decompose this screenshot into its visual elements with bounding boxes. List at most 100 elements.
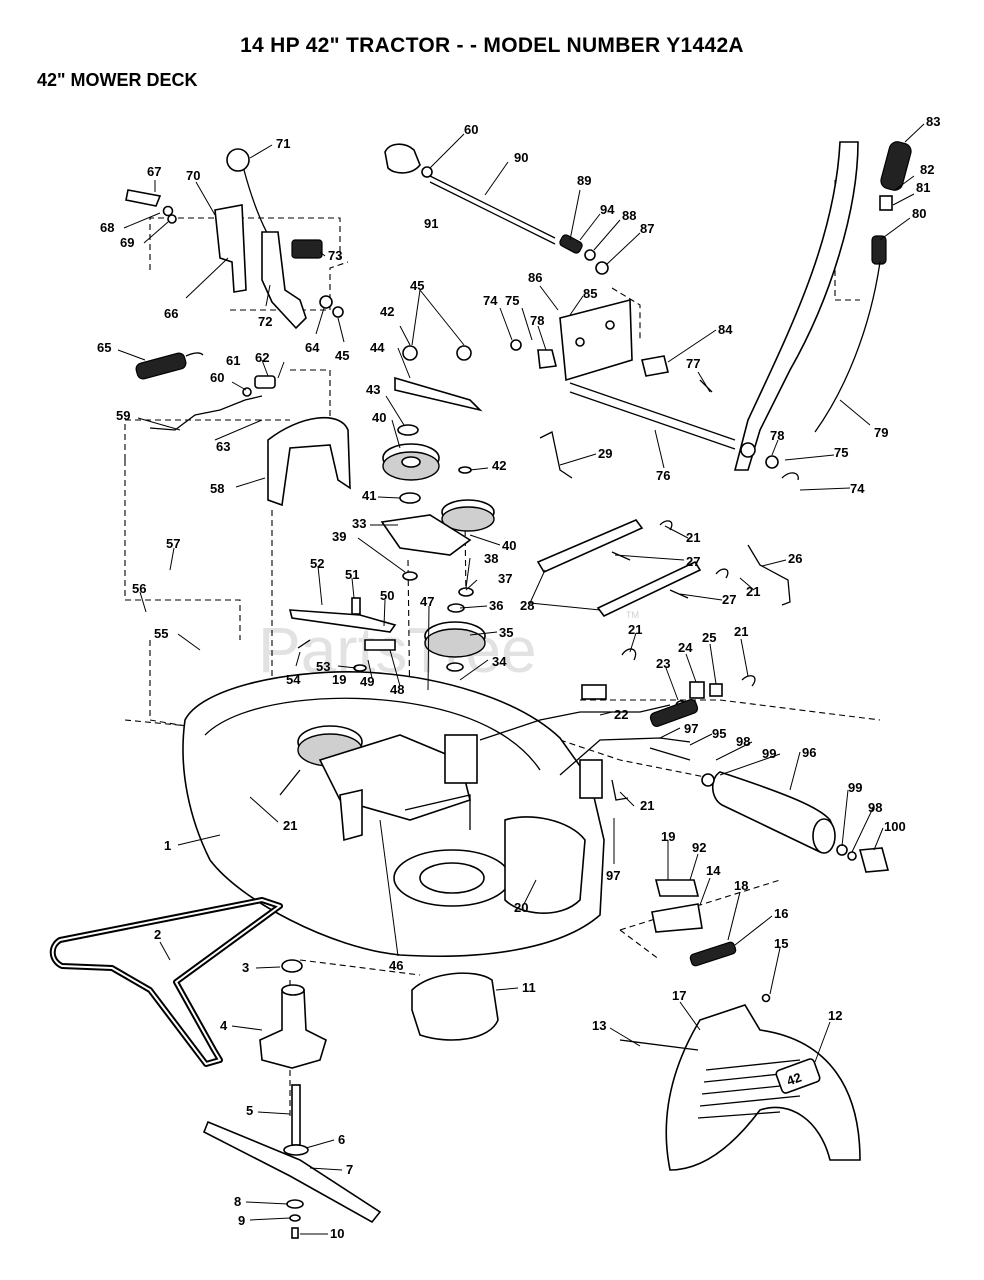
callout-11: 11	[522, 980, 536, 995]
callout-99-b: 99	[848, 780, 862, 795]
callout-53: 53	[316, 659, 330, 674]
part-number-labels: 71 60 90 83 67 70 91 89 82 81 68 69 94 8…	[97, 114, 940, 1241]
callout-97-b: 97	[606, 868, 620, 883]
callout-17: 17	[672, 988, 686, 1003]
callout-19-a: 19	[332, 672, 346, 687]
callout-27-b: 27	[722, 592, 736, 607]
callout-6: 6	[338, 1132, 345, 1147]
callout-1: 1	[164, 838, 171, 853]
callout-98-a: 98	[736, 734, 750, 749]
callout-9: 9	[238, 1213, 245, 1228]
callout-68: 68	[100, 220, 114, 235]
callout-62: 62	[255, 350, 269, 365]
callout-70: 70	[186, 168, 200, 183]
cover-badge: 42	[785, 1070, 804, 1089]
callout-57: 57	[166, 536, 180, 551]
callout-47: 47	[420, 594, 434, 609]
callout-4: 4	[220, 1018, 228, 1033]
callout-44: 44	[370, 340, 385, 355]
lift-links	[536, 519, 791, 618]
idler-pulley-stack	[380, 345, 495, 581]
callout-33: 33	[352, 516, 366, 531]
callout-92: 92	[692, 840, 706, 855]
leader-lines	[117, 123, 925, 1235]
callout-40-top: 40	[372, 410, 386, 425]
height-adjuster	[384, 143, 609, 275]
callout-52: 52	[310, 556, 324, 571]
callout-15: 15	[774, 936, 788, 951]
callout-95: 95	[712, 726, 726, 741]
callout-21-d: 21	[734, 624, 748, 639]
callout-20: 20	[514, 900, 528, 915]
lift-shaft-assembly	[510, 298, 799, 481]
callout-45-mid: 45	[335, 348, 349, 363]
callout-27-a: 27	[686, 554, 700, 569]
callout-41: 41	[362, 488, 376, 503]
callout-21-c: 21	[628, 622, 642, 637]
callout-16: 16	[774, 906, 788, 921]
callout-90: 90	[514, 150, 528, 165]
callout-72: 72	[258, 314, 272, 329]
lift-link	[539, 431, 573, 479]
callout-61: 61	[226, 353, 240, 368]
callout-56: 56	[132, 581, 146, 596]
callout-60-left: 60	[210, 370, 224, 385]
callout-98-b: 98	[868, 800, 882, 815]
deflector-cover: 42	[619, 1004, 861, 1171]
callout-80: 80	[912, 206, 926, 221]
callout-58: 58	[210, 481, 224, 496]
callout-38: 38	[484, 551, 498, 566]
mower-deck-housing	[182, 671, 605, 957]
callout-88: 88	[622, 208, 636, 223]
callout-59: 59	[116, 408, 130, 423]
callout-39: 39	[332, 529, 346, 544]
callout-78-right: 78	[770, 428, 784, 443]
callout-87: 87	[640, 221, 654, 236]
callout-7: 7	[346, 1162, 353, 1177]
callout-55: 55	[154, 626, 168, 641]
spindle-cover	[411, 972, 499, 1041]
callout-43: 43	[366, 382, 380, 397]
callout-40-mid: 40	[502, 538, 516, 553]
callout-75-right: 75	[834, 445, 848, 460]
page-title: 14 HP 42" TRACTOR - - MODEL NUMBER Y1442…	[240, 34, 744, 57]
callout-97-a: 97	[684, 721, 698, 736]
callout-89: 89	[577, 173, 591, 188]
callout-28: 28	[520, 598, 534, 613]
callout-19-b: 19	[661, 829, 675, 844]
deck-lift-handle	[733, 141, 912, 471]
callout-26: 26	[788, 551, 802, 566]
callout-13: 13	[592, 1018, 606, 1033]
callout-37: 37	[498, 571, 512, 586]
callout-96: 96	[802, 745, 816, 760]
callout-34: 34	[492, 654, 507, 669]
spindle-assembly	[202, 959, 382, 1239]
callout-79: 79	[874, 425, 888, 440]
callout-65: 65	[97, 340, 111, 355]
callout-29: 29	[598, 446, 612, 461]
callout-18: 18	[734, 878, 748, 893]
callout-2: 2	[154, 927, 161, 942]
callout-54: 54	[286, 672, 301, 687]
deflector-bracket-assembly	[651, 879, 771, 1003]
callout-91: 91	[424, 216, 438, 231]
callout-64: 64	[305, 340, 320, 355]
callout-45-top: 45	[410, 278, 424, 293]
deflector-shield	[267, 416, 351, 507]
lift-spring-and-rod	[135, 352, 276, 431]
hairpin-clips	[621, 520, 756, 712]
callout-21-b: 21	[746, 584, 760, 599]
callout-75-top: 75	[505, 293, 519, 308]
watermark-tm: TM	[626, 610, 639, 620]
callout-73: 73	[328, 248, 342, 263]
callout-100: 100	[884, 819, 906, 834]
drive-belt	[49, 897, 283, 1067]
callout-84: 84	[718, 322, 733, 337]
callout-49: 49	[360, 674, 374, 689]
callout-48: 48	[390, 682, 404, 697]
callout-51: 51	[345, 567, 359, 582]
callout-25: 25	[702, 630, 716, 645]
callout-69: 69	[120, 235, 134, 250]
callout-50: 50	[380, 588, 394, 603]
